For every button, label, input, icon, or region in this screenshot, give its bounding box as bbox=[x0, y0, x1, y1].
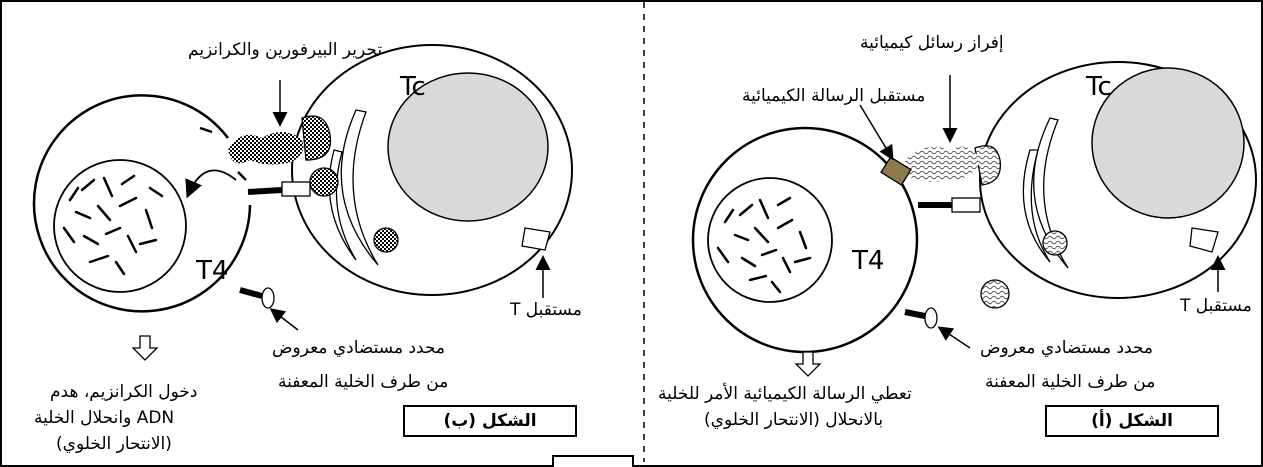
panel-b-antigen-bar bbox=[247, 187, 283, 195]
panel-a-t-receptor-shape bbox=[1189, 227, 1219, 253]
bottom-cutoff-box bbox=[552, 455, 634, 467]
panel-a-t-receptor-label: مستقبل T bbox=[1180, 296, 1252, 316]
panel-a-receptor-label: مستقبل الرسالة الكيميائية bbox=[742, 86, 926, 106]
panel-b-t4-pore-1 bbox=[199, 126, 213, 134]
panel-a-arrow-antigen bbox=[937, 326, 971, 349]
panel-b-granule-top bbox=[301, 115, 332, 161]
panel-b-antigen-label-2: من طرف الخلية المعفنة bbox=[278, 372, 449, 392]
panel-a-antigen-label-1: محدد مستضادي معروض bbox=[980, 338, 1154, 358]
panel-b-t4-nucleus bbox=[53, 159, 187, 293]
panel-b-arrow-antigen bbox=[269, 308, 299, 331]
panel-a-granule-mid bbox=[980, 279, 1010, 309]
panel-b-chromosomes bbox=[62, 174, 164, 276]
panel-b-result-label-1: دخول الكرانزيم، هدم bbox=[50, 382, 198, 402]
panel-a-antigen-bottom bbox=[904, 309, 926, 319]
panel-b-granule-mid bbox=[309, 167, 339, 197]
panel-a-arrow-receptor bbox=[859, 104, 894, 161]
panel-b-entry-arrow bbox=[185, 169, 237, 199]
panel-b-tc-nucleus bbox=[387, 72, 549, 222]
panel-a-graphics bbox=[691, 61, 1257, 377]
panel-a-t4-nucleus bbox=[707, 177, 833, 303]
panel-b-t-receptor-shape bbox=[521, 227, 551, 251]
panel-a-er-1 bbox=[1033, 117, 1069, 269]
panel-a-tc-label: Tc bbox=[1086, 72, 1112, 102]
panel-b-graphics bbox=[32, 44, 573, 361]
panel-b-antigen-bottom bbox=[239, 287, 263, 299]
panel-a-tc-nucleus bbox=[1091, 67, 1245, 219]
panel-b-t-receptor-label: مستقبل T bbox=[510, 300, 582, 320]
panel-a-result-label-2: بالانحلال (الانتحار الخلوي) bbox=[704, 410, 884, 430]
panel-b-antigen-label-1: محدد مستضادي معروض bbox=[272, 338, 446, 358]
panel-a-output-arrow bbox=[794, 351, 822, 377]
panel-b-result-label-3: (الانتحار الخلوي) bbox=[56, 434, 172, 454]
panel-b-release-label: تحرير البيرفورين والكرانزيم bbox=[188, 40, 383, 60]
panel-b-tc-label: Tc bbox=[400, 72, 426, 102]
panel-a-message-receptor bbox=[880, 156, 912, 186]
panel-a-granule-top bbox=[974, 145, 1002, 186]
panel-a-result-label-1: تعطي الرسالة الكيميائية الأمر للخلية bbox=[658, 384, 912, 404]
panel-a-t4-label: T4 bbox=[852, 246, 885, 276]
panel-b-output-arrow bbox=[131, 335, 159, 361]
panel-a-chromosomes bbox=[716, 196, 812, 294]
panel-b-granule-low bbox=[373, 227, 399, 253]
panel-b-result-label-2: ADN وانحلال الخلية bbox=[34, 408, 175, 428]
panel-a-secretion-label: إفراز رسائل كيميائية bbox=[860, 33, 1004, 53]
panel-a-er-2 bbox=[1022, 149, 1051, 263]
panel-b-antigen-bottom-head bbox=[261, 287, 275, 309]
panel-b-perforin-cloud bbox=[228, 132, 304, 165]
panel-b-title-box: الشكل (ب) bbox=[403, 405, 577, 437]
panel-a-antigen-label-2: من طرف الخلية المعفنة bbox=[985, 372, 1156, 392]
panel-a-tcr bbox=[951, 197, 981, 213]
panel-b-er-1 bbox=[340, 109, 379, 266]
panel-a-granule-low bbox=[1042, 230, 1068, 256]
panel-a-chemical-messages bbox=[905, 146, 980, 182]
panel-a-title-box: الشكل (أ) bbox=[1045, 405, 1219, 437]
panel-b-t4-cell bbox=[32, 94, 252, 313]
panel-b-t4-label: T4 bbox=[196, 256, 229, 286]
panel-a-antigen-bottom-head bbox=[924, 307, 938, 329]
panel-b-t4-pore-2 bbox=[237, 171, 247, 181]
panel-b-tcr bbox=[281, 181, 311, 197]
